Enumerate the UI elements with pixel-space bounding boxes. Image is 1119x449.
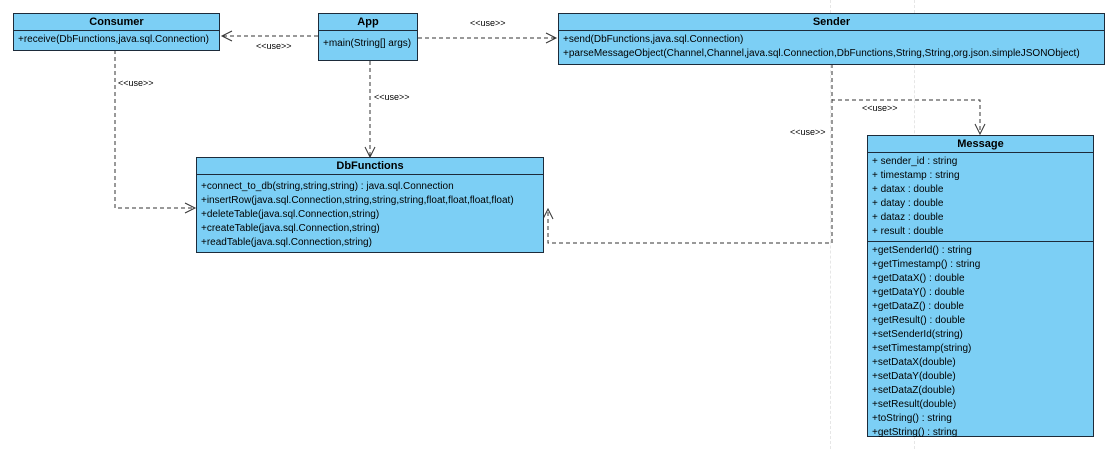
method-list: +main(String[] args) — [319, 31, 417, 53]
edge-label-app-sender: <<use>> — [470, 18, 506, 28]
method-list: +receive(DbFunctions,java.sql.Connection… — [14, 31, 219, 49]
method: +main(String[] args) — [323, 38, 412, 49]
class-consumer[interactable]: Consumer +receive(DbFunctions,java.sql.C… — [13, 13, 220, 51]
method: +connect_to_db(string,string,string) : j… — [201, 181, 454, 192]
method: +createTable(java.sql.Connection,string) — [201, 223, 380, 234]
method: +getDataZ() : double — [872, 301, 964, 312]
method: +getResult() : double — [872, 315, 966, 326]
arrowhead-dbfunctions-left — [184, 202, 197, 214]
method: +getTimestamp() : string — [872, 259, 981, 270]
edge-sender-dbfunctions — [547, 64, 833, 244]
method-list: +send(DbFunctions,java.sql.Connection) +… — [559, 31, 1104, 63]
method: +insertRow(java.sql.Connection,string,st… — [201, 195, 514, 206]
attribute: + datay : double — [872, 198, 944, 209]
attribute: + dataz : double — [872, 212, 944, 223]
edge-label-app-consumer: <<use>> — [256, 41, 292, 51]
attribute: + timestamp : string — [872, 170, 960, 181]
method: +getString() : string — [872, 427, 958, 438]
grid-line — [830, 0, 831, 449]
class-name: Message — [868, 136, 1093, 153]
attribute-list: + sender_id : string + timestamp : strin… — [868, 153, 1093, 242]
attribute: + datax : double — [872, 184, 944, 195]
class-name: DbFunctions — [197, 158, 543, 175]
attribute: + result : double — [872, 226, 944, 237]
method: +getDataX() : double — [872, 273, 965, 284]
edge-label-sender-message: <<use>> — [862, 103, 898, 113]
method: +setSenderId(string) — [872, 329, 963, 340]
method: +deleteTable(java.sql.Connection,string) — [201, 209, 380, 220]
method: +setDataZ(double) — [872, 385, 956, 396]
class-dbfunctions[interactable]: DbFunctions +connect_to_db(string,string… — [196, 157, 544, 253]
class-sender[interactable]: Sender +send(DbFunctions,java.sql.Connec… — [558, 13, 1105, 65]
method-list: +connect_to_db(string,string,string) : j… — [197, 175, 543, 252]
edge-label-sender-dbfunctions: <<use>> — [790, 127, 826, 137]
class-app[interactable]: App +main(String[] args) — [318, 13, 418, 61]
method: +getDataY() : double — [872, 287, 965, 298]
method: +setResult(double) — [872, 399, 957, 410]
edge-sender-message — [831, 64, 981, 134]
arrowhead-dbfunctions-right — [542, 207, 554, 220]
method: +receive(DbFunctions,java.sql.Connection… — [18, 34, 209, 45]
method: +parseMessageObject(Channel,Channel,java… — [563, 48, 1080, 59]
class-name: App — [319, 14, 417, 31]
arrowhead-dbfunctions-top — [364, 146, 376, 159]
method: +send(DbFunctions,java.sql.Connection) — [563, 34, 744, 45]
edge-label-app-dbfunctions: <<use>> — [374, 92, 410, 102]
method: +setDataY(double) — [872, 371, 956, 382]
attribute: + sender_id : string — [872, 156, 958, 167]
arrowhead-consumer — [220, 30, 233, 42]
edge-label-consumer-dbfunctions: <<use>> — [118, 78, 154, 88]
arrowhead-message — [974, 123, 986, 136]
method-list: +getSenderId() : string +getTimestamp() … — [868, 242, 1093, 442]
method: +toString() : string — [872, 413, 952, 424]
edge-consumer-dbfunctions — [114, 50, 195, 209]
method: +setDataX(double) — [872, 357, 956, 368]
method: +getSenderId() : string — [872, 245, 972, 256]
class-message[interactable]: Message + sender_id : string + timestamp… — [867, 135, 1094, 438]
arrowhead-sender — [545, 32, 558, 44]
class-name: Sender — [559, 14, 1104, 31]
method: +readTable(java.sql.Connection,string) — [201, 237, 372, 248]
class-name: Consumer — [14, 14, 219, 31]
method: +setTimestamp(string) — [872, 343, 972, 354]
